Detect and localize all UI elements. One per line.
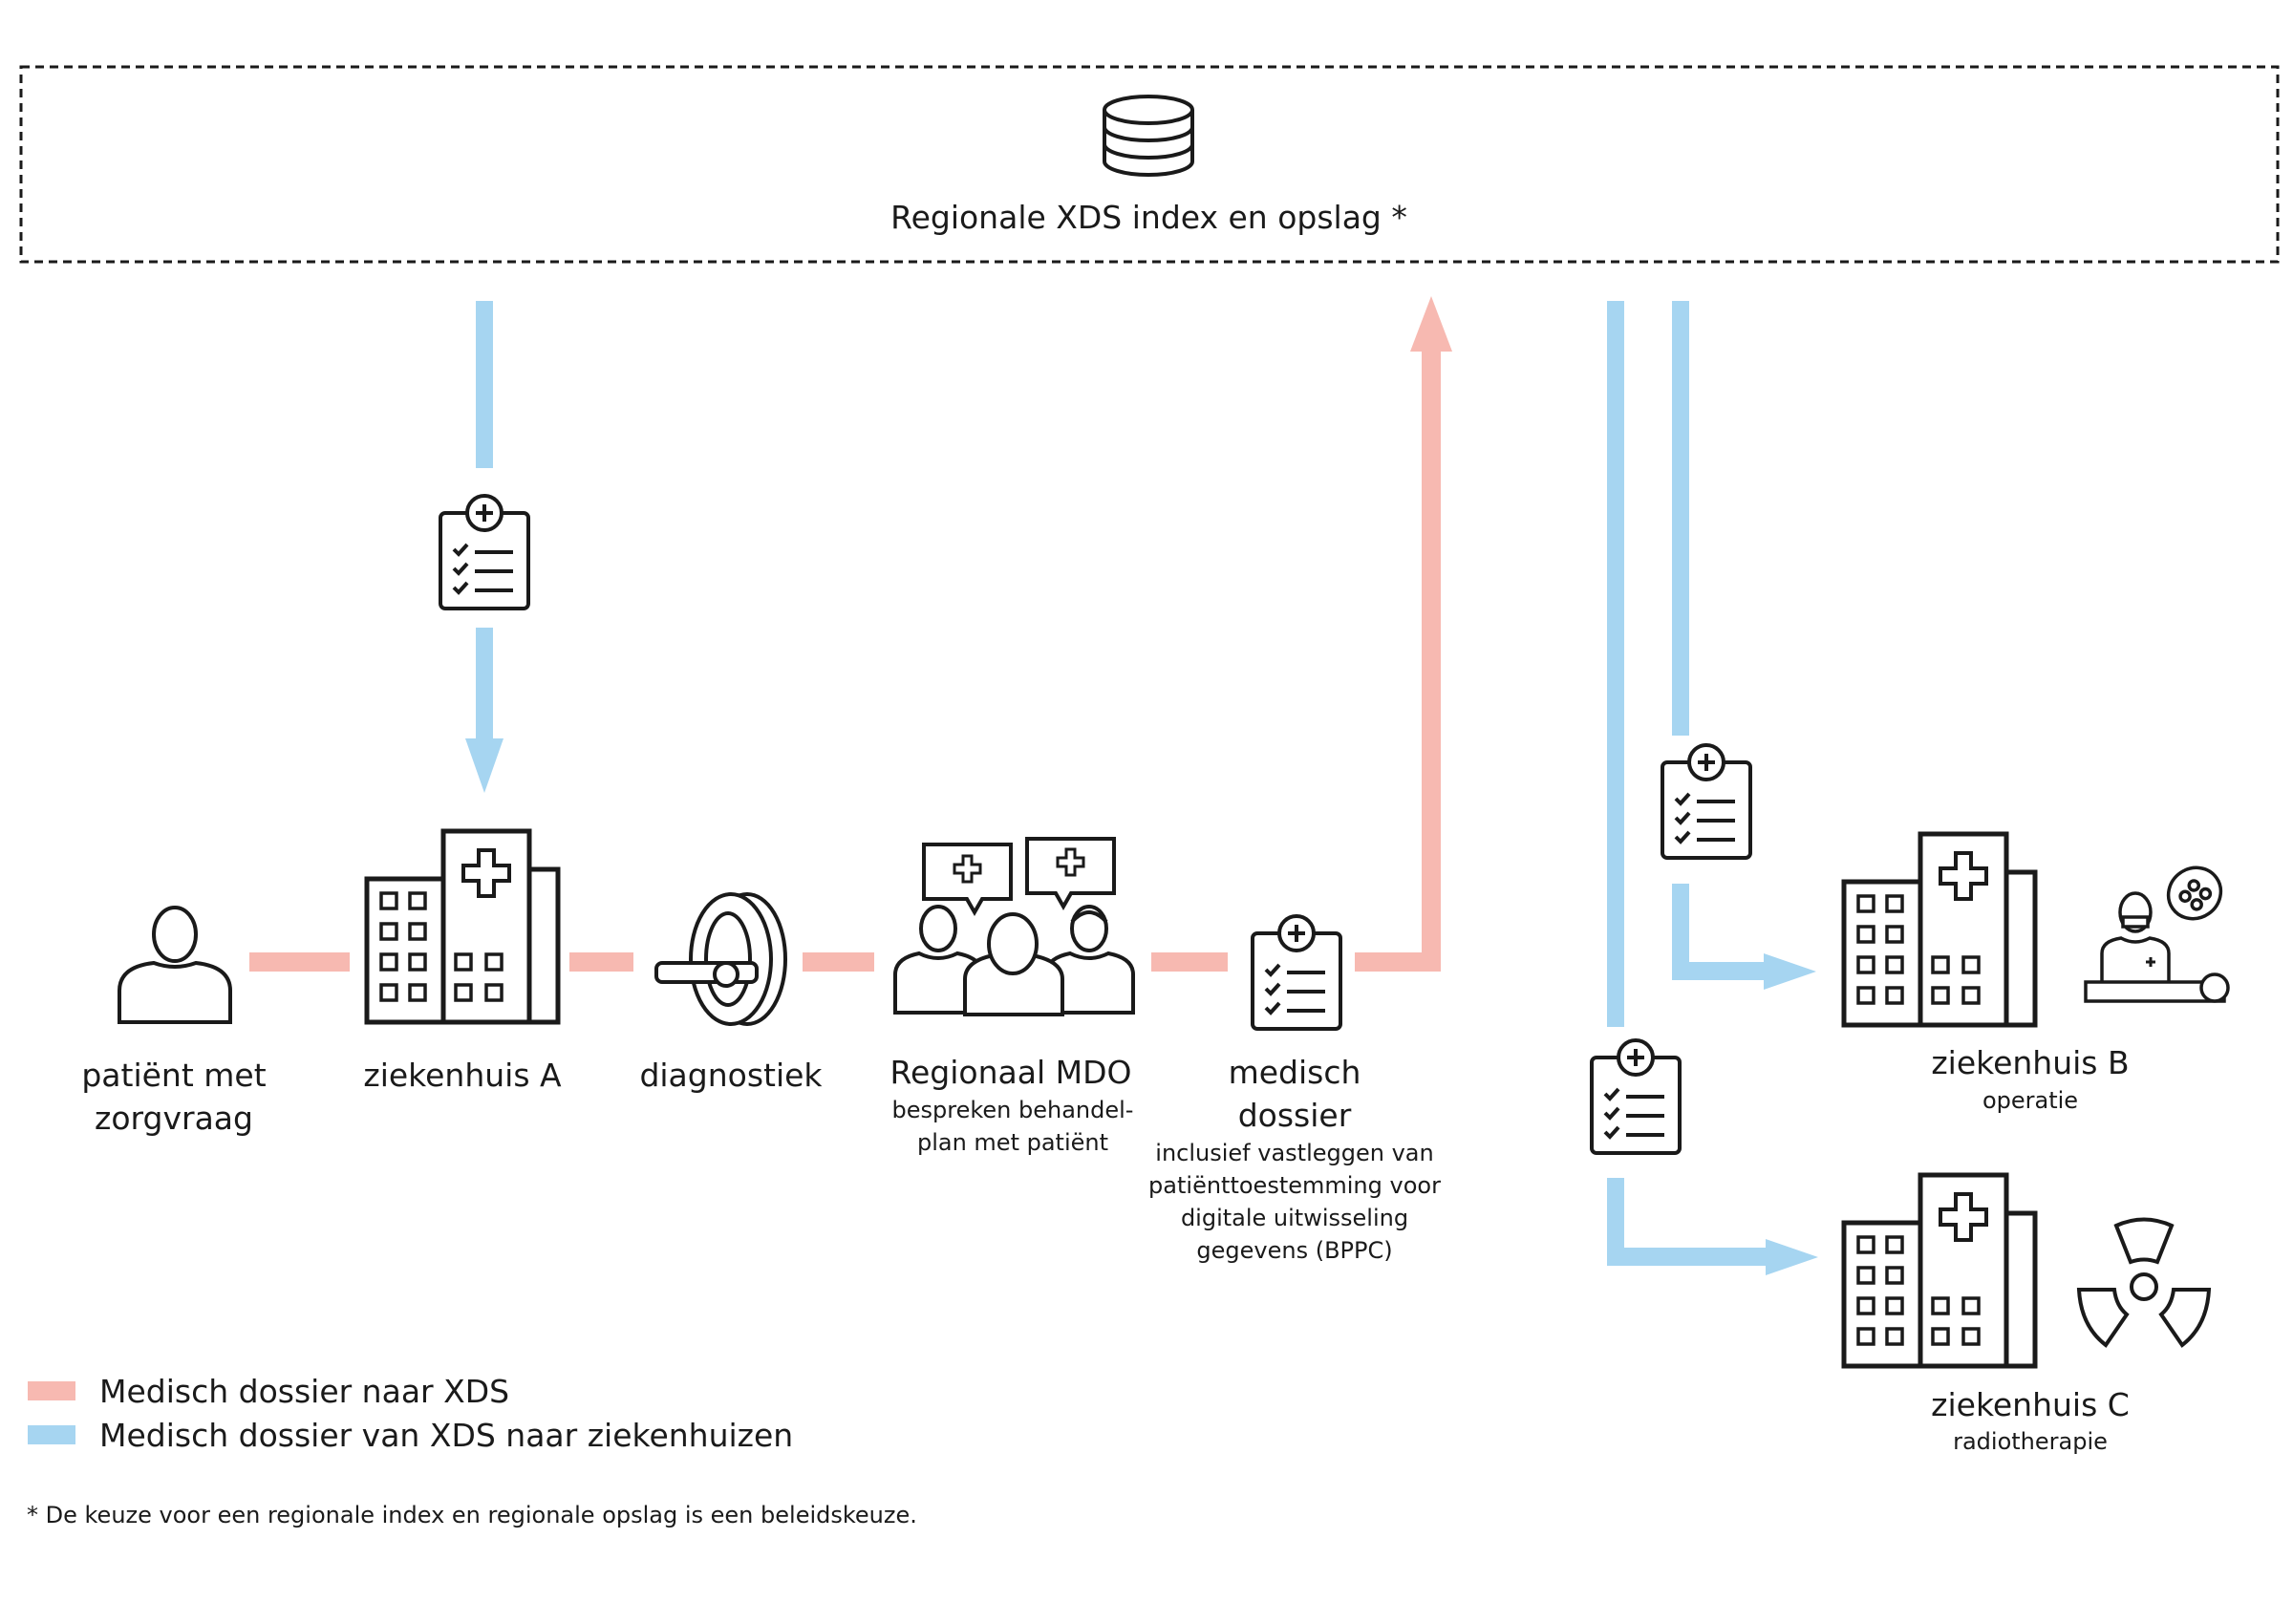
legend-item-from-xds: Medisch dossier van XDS naar ziekenhuize… — [28, 1416, 793, 1454]
to-xds-flow — [249, 296, 1452, 972]
team-icon — [893, 837, 1135, 1016]
down-arrowhead — [465, 738, 504, 793]
hospital-a-title: ziekenhuis A — [363, 1057, 562, 1094]
flow-segment — [1422, 344, 1441, 972]
flow-segment — [476, 301, 493, 468]
store-title: Regionale XDS index en opslag * — [890, 199, 1407, 236]
hospital-b-subtitle: operatie — [1982, 1087, 2079, 1114]
flow-segment — [1355, 952, 1441, 972]
right-arrowhead — [1766, 1239, 1818, 1275]
from-xds-flow — [465, 301, 1818, 1275]
person-icon — [118, 906, 232, 1024]
xds-store-box — [19, 65, 2280, 264]
clipboard-icon — [439, 494, 530, 610]
legend-swatch — [28, 1425, 75, 1444]
hospital-c-title: ziekenhuis C — [1931, 1386, 2130, 1423]
flow-segment — [249, 952, 350, 972]
mdo-subtitle: bespreken behandel-plan met patiënt — [891, 1097, 1134, 1156]
flow-segment — [1672, 884, 1689, 980]
flow-segment — [476, 628, 493, 742]
record-title: medisch dossier — [1228, 1054, 1361, 1134]
legend-label: Medisch dossier naar XDS — [99, 1372, 510, 1410]
legend-swatch — [28, 1381, 75, 1400]
clipboard-icon — [1251, 914, 1342, 1031]
hospital-b-title: ziekenhuis B — [1931, 1044, 2130, 1081]
clipboard-icon — [1590, 1038, 1682, 1155]
legend-item-to-xds: Medisch dossier naar XDS — [28, 1372, 509, 1410]
right-arrowhead — [1764, 953, 1816, 990]
up-arrowhead — [1410, 296, 1452, 352]
legend-swatch-from-xds — [28, 1425, 75, 1444]
hospital-icon — [367, 831, 558, 1022]
flow-segment — [803, 952, 874, 972]
legend-label: Medisch dossier van XDS naar ziekenhuize… — [99, 1416, 794, 1454]
hospital-c-subtitle: radiotherapie — [1953, 1428, 2108, 1455]
flow-segment — [1672, 962, 1768, 980]
clipboard-icon — [1661, 743, 1752, 860]
scanner-icon — [654, 892, 787, 1026]
hospital-icon — [1844, 834, 2035, 1025]
flow-segment — [1151, 952, 1228, 972]
database-icon — [1103, 95, 1194, 177]
patient-title: patiënt met zorgvraag — [81, 1057, 267, 1137]
surgeon-icon — [2084, 865, 2230, 1003]
hospital-icon — [1844, 1175, 2035, 1366]
diagnostics-title: diagnostiek — [639, 1057, 823, 1094]
footnote: * De keuze voor een regionale index en r… — [27, 1502, 917, 1528]
flow-segment — [1607, 301, 1624, 1027]
flow-segment — [1607, 1178, 1624, 1266]
flow-segment — [569, 952, 633, 972]
radiation-icon — [2076, 1217, 2212, 1348]
record-subtitle: inclusief vastleggen van patiënttoestemm… — [1148, 1140, 1441, 1264]
legend-swatch-to-xds — [28, 1381, 75, 1400]
mdo-title: Regionaal MDO — [889, 1054, 1132, 1091]
flow-segment — [1672, 301, 1689, 736]
flow-segment — [1607, 1248, 1769, 1266]
